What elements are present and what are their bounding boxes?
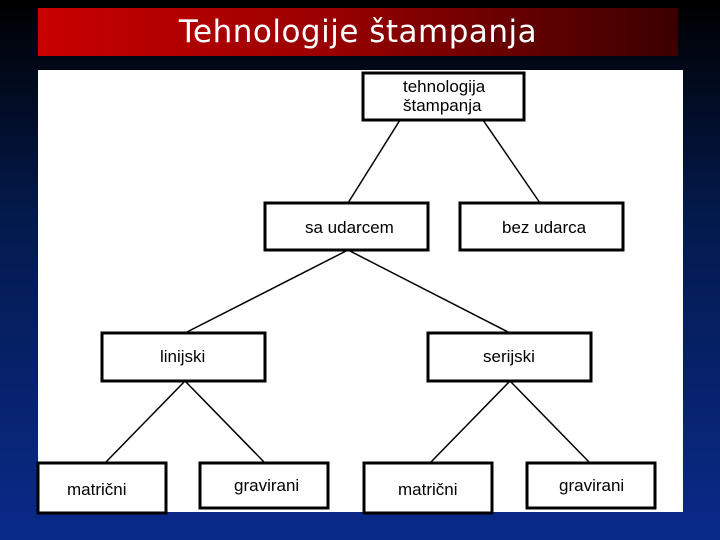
node-root-label-1: tehnologija [403,77,486,96]
edge-serial-dot-matrix [429,380,511,464]
node-line-engraved-label: gravirani [234,476,299,495]
edge-root-impact [347,119,401,204]
edge-serial-engraved [509,380,591,464]
node-serial-dot-matrix [362,461,494,515]
node-serial-label: serijski [483,347,535,366]
node-serial [426,331,593,383]
node-root [361,71,526,122]
diagram-panel [38,70,683,512]
title-bar: Tehnologije štampanja [38,8,678,56]
node-non-impact [458,201,625,252]
node-impact [263,201,430,252]
node-line-label: linijski [160,347,205,366]
node-serial-dot-matrix-label: matrični [398,480,458,499]
node-serial-engraved [525,461,657,510]
node-impact-label: sa udarcem [305,218,394,237]
edge-impact-line [184,249,349,334]
edge-impact-serial [347,249,511,334]
slide-title: Tehnologije štampanja [178,14,538,50]
edge-line-dot-matrix [104,380,186,464]
node-serial-engraved-label: gravirani [559,476,624,495]
node-line-dot-matrix [36,461,168,515]
node-non-impact-label: bez udarca [502,218,587,237]
edge-root-non-impact [482,119,541,204]
node-line-dot-matrix-label: matrični [67,480,127,499]
node-line [100,331,267,383]
edge-line-engraved [184,380,266,464]
node-root-label-2: štampanja [403,96,482,115]
node-line-engraved [198,461,330,510]
